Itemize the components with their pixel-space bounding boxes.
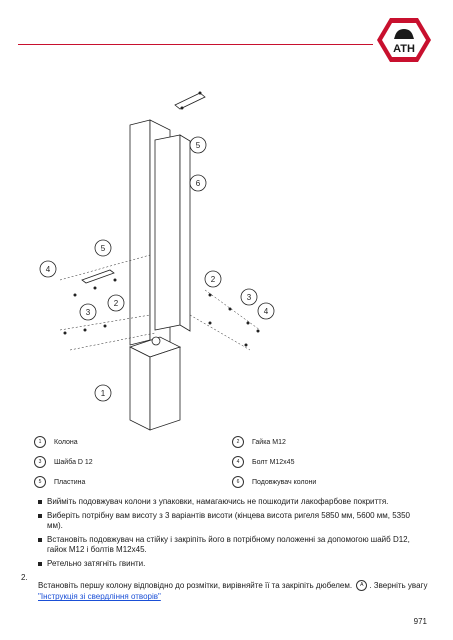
ath-logo-icon: ATH (377, 18, 431, 62)
legend-item: 5 Пластина (34, 476, 85, 488)
legend-number: 4 (232, 456, 244, 468)
legend-label: Подовжувач колони (252, 478, 317, 486)
legend-label: Болт М12x45 (252, 458, 295, 466)
legend-number: 2 (232, 436, 244, 448)
anchor-badge-icon: A (356, 580, 368, 592)
legend-item: 1 Колона (34, 436, 78, 448)
assembly-diagram: 5 6 5 4 3 2 2 3 4 1 (39, 91, 275, 431)
legend-item: 2 Гайка М12 (232, 436, 286, 448)
callout-label: 5 (101, 244, 106, 253)
legend-label: Колона (54, 438, 78, 446)
callout-label: 2 (211, 275, 216, 284)
legend-item: 3 Шайба D 12 (34, 456, 93, 468)
legend-number: 1 (34, 436, 46, 448)
step-text-after: . Зверніть увагу (369, 581, 428, 590)
list-item: Ретельно затягніть гвинти. (38, 559, 428, 570)
drilling-instructions-link[interactable]: "Інструкція зі свердління отворів" (38, 592, 161, 602)
callout-label: 3 (86, 308, 91, 317)
legend-item: 4 Болт М12x45 (232, 456, 294, 468)
instruction-list: Вийміть подовжувач колони з упаковки, на… (38, 497, 428, 572)
list-item: Вийміть подовжувач колони з упаковки, на… (38, 497, 428, 508)
logo-text: ATH (393, 43, 415, 55)
callout-label: 6 (196, 179, 201, 188)
page-header: ATH (0, 0, 453, 70)
step-text: Встановіть першу колону відповідно до ро… (38, 580, 433, 602)
header-rule (18, 44, 373, 45)
legend-number: 5 (34, 476, 46, 488)
callout-label: 1 (101, 389, 106, 398)
callout-label: 3 (247, 293, 252, 302)
callout-label: 4 (264, 307, 269, 316)
step-number: 2. (21, 573, 28, 582)
legend-label: Шайба D 12 (54, 458, 93, 466)
callout-label: 4 (46, 265, 51, 274)
legend-item: 6 Подовжувач колони (232, 476, 316, 488)
callout-label: 2 (114, 299, 119, 308)
legend-label: Гайка М12 (252, 438, 286, 446)
step-text-before: Встановіть першу колону відповідно до ро… (38, 581, 353, 590)
page-number: 971 (413, 617, 427, 626)
list-item: Встановіть подовжувач на стійку і закріп… (38, 535, 428, 556)
list-item: Виберіть потрібну вам висоту з 3 варіант… (38, 511, 428, 532)
legend-number: 6 (232, 476, 244, 488)
callout-label: 5 (196, 141, 201, 150)
legend-number: 3 (34, 456, 46, 468)
legend-label: Пластина (54, 478, 86, 486)
